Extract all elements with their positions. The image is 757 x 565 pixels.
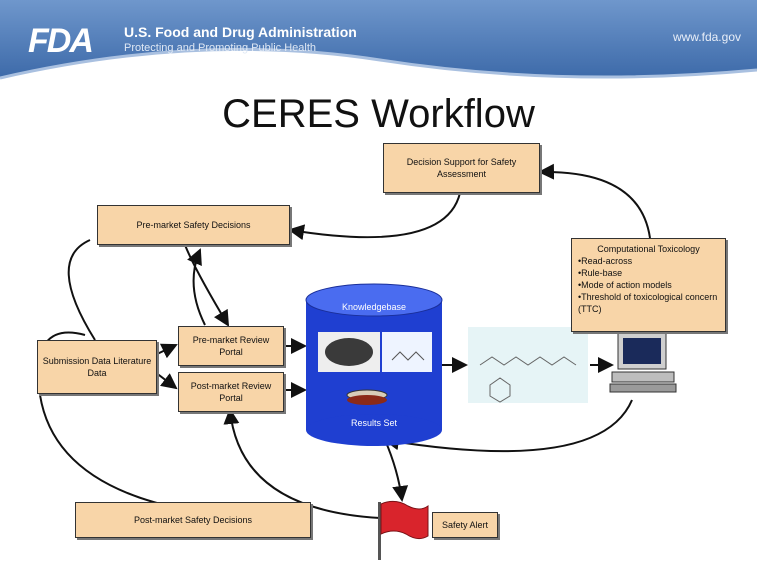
fda-logo[interactable]: FDA: [28, 22, 94, 60]
safety-alert-box[interactable]: Safety Alert: [432, 512, 498, 538]
decision-support-box[interactable]: Decision Support for Safety Assessment: [383, 143, 540, 193]
postmarket-review-portal-box[interactable]: Post-market Review Portal: [178, 372, 284, 412]
results-set-label: Results Set: [350, 418, 398, 428]
agency-name: U.S. Food and Drug Administration: [124, 24, 357, 40]
postmarket-safety-decisions-box[interactable]: Post-market Safety Decisions: [75, 502, 311, 538]
safety-alert-flag-icon: [378, 500, 429, 560]
submission-data-box[interactable]: Submission Data Literature Data: [37, 340, 157, 394]
tox-item: Mode of action models: [578, 279, 719, 291]
header-banner: FDA U.S. Food and Drug Administration Pr…: [0, 0, 757, 85]
agency-tagline: Protecting and Promoting Public Health: [124, 42, 316, 54]
premarket-review-portal-box[interactable]: Pre-market Review Portal: [178, 326, 284, 366]
page-title: CERES Workflow: [222, 92, 535, 136]
knowledgebase-label: Knowledgebase: [341, 302, 407, 312]
computational-toxicology-box[interactable]: Computational Toxicology Read-across Rul…: [571, 238, 726, 332]
computer-icon: [609, 332, 677, 393]
banner-background: [0, 0, 757, 80]
molecule-structure-image: [468, 327, 588, 403]
premarket-safety-decisions-box[interactable]: Pre-market Safety Decisions: [97, 205, 290, 245]
knowledgebase-database[interactable]: [305, 283, 443, 446]
website-link[interactable]: www.fda.gov: [672, 30, 741, 44]
tox-item: Threshold of toxicological concern (TTC): [578, 291, 719, 315]
tox-title: Computational Toxicology: [597, 244, 700, 254]
tox-list: Read-across Rule-base Mode of action mod…: [578, 255, 719, 315]
tox-item: Read-across: [578, 255, 719, 267]
tox-item: Rule-base: [578, 267, 719, 279]
